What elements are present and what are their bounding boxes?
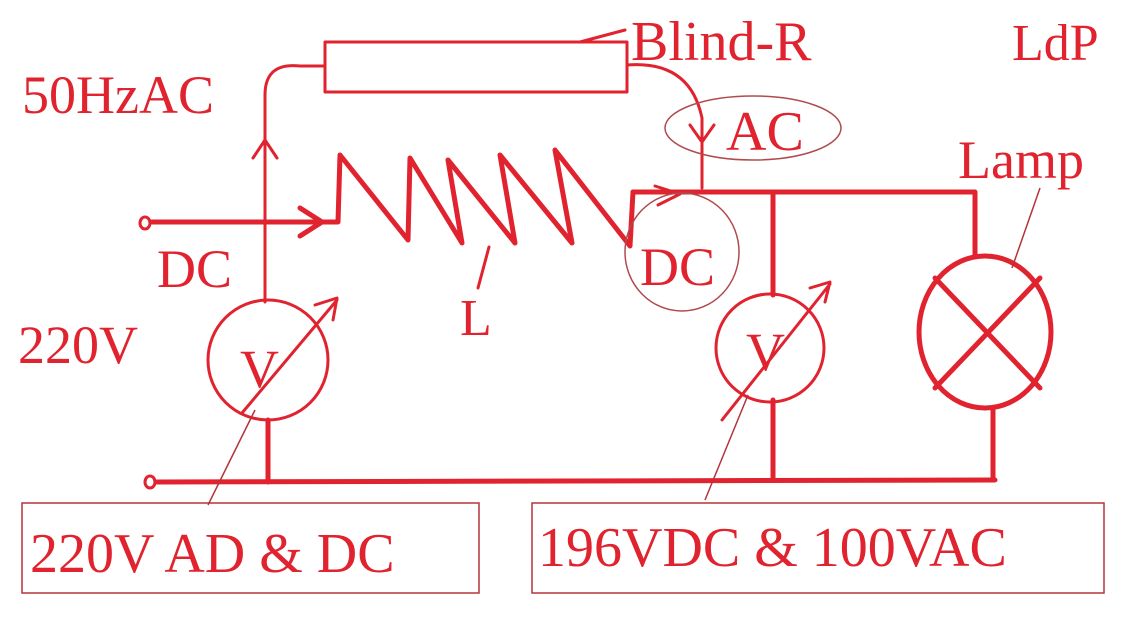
ac-branch-wire-right [625, 63, 704, 190]
inductor-coil-icon [319, 147, 703, 249]
inductor-label: L [460, 290, 492, 347]
dc-right-label: DC [640, 237, 715, 297]
ac-label: AC [726, 101, 804, 163]
voltmeter-right-label: V [746, 322, 785, 382]
dc-annotation-ellipse [624, 192, 740, 312]
inductor-label-leader [476, 245, 491, 290]
blind-r-label: Blind-R [631, 11, 812, 73]
input-terminal-top-icon [138, 215, 152, 231]
voltmeter-left-icon [206, 298, 330, 422]
dc-output-arrow-icon [653, 184, 682, 207]
dc-left-label: DC [157, 239, 232, 299]
box-right-text: 196VDC & 100VAC [538, 517, 1007, 579]
voltmeter-right-needle [720, 280, 832, 422]
box-right-leader [704, 394, 749, 501]
ac-current-arrow-down-icon [688, 123, 716, 144]
ldp-label: LdP [1012, 15, 1099, 72]
ac-annotation-ellipse [664, 95, 842, 161]
resistor-label-leader [578, 28, 627, 44]
lamp-cross [932, 275, 1043, 391]
ac-current-arrow-up-icon [251, 138, 279, 160]
voltmeter-right-icon [714, 292, 826, 404]
box-left-frame [21, 502, 480, 594]
voltmeter-left-label: V [240, 339, 279, 399]
box-left-text: 220V AD & DC [30, 523, 395, 585]
box-left-leader [207, 409, 256, 506]
hz-ac-label: 50HzAC [22, 65, 214, 125]
resistor-icon [323, 40, 629, 94]
lamp-label: Lamp [958, 130, 1084, 190]
input-terminal-bottom-icon [143, 474, 157, 490]
box-right-frame [531, 502, 1105, 594]
lamp-label-leader [1011, 187, 1041, 269]
voltage-220-label: 220V [18, 315, 138, 375]
ac-branch-wire-left [263, 64, 327, 304]
output-rail-top [630, 189, 978, 258]
voltmeter-left-needle [240, 296, 339, 415]
bottom-return-wire [154, 477, 998, 485]
lamp-icon [916, 253, 1054, 411]
